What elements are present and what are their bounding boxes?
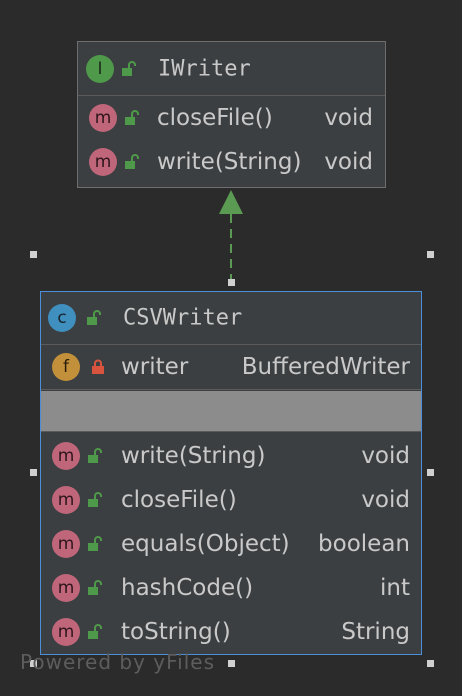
- method-name: closeFile(): [121, 487, 237, 513]
- public-lock-icon: [88, 580, 102, 595]
- field-row[interactable]: f writer BufferedWriter: [41, 345, 421, 389]
- method-row[interactable]: m closeFile() void: [41, 478, 421, 522]
- method-row[interactable]: m write(String) void: [78, 140, 385, 184]
- method-return-type: String: [341, 619, 410, 645]
- private-lock-icon: [92, 359, 104, 374]
- resize-handle-se[interactable]: [427, 660, 434, 667]
- section-divider: [41, 389, 421, 390]
- interface-header: I IWriter: [78, 42, 385, 96]
- method-icon: m: [52, 574, 80, 602]
- method-return-type: int: [380, 575, 410, 601]
- method-name: toString(): [121, 619, 231, 645]
- public-lock-icon: [87, 310, 101, 325]
- resize-handle-e[interactable]: [427, 469, 434, 476]
- method-return-type: void: [361, 487, 410, 513]
- yfiles-watermark: Powered by yFiles: [20, 650, 215, 674]
- public-lock-icon: [125, 154, 139, 169]
- field-type: BufferedWriter: [241, 354, 410, 380]
- resize-handle-n[interactable]: [228, 279, 235, 286]
- public-lock-icon: [88, 492, 102, 507]
- method-icon: m: [52, 442, 80, 470]
- method-row[interactable]: m write(String) void: [41, 434, 421, 478]
- method-return-type: void: [324, 105, 373, 131]
- interface-box-iwriter[interactable]: I IWriter m closeFile() void m write(Str…: [77, 41, 386, 188]
- method-name: write(String): [121, 443, 266, 469]
- methods-section: m write(String) void m closeFile() void …: [41, 434, 421, 654]
- class-header: c CSVWriter: [41, 292, 421, 345]
- class-box-csvwriter[interactable]: c CSVWriter f writer BufferedWriter m: [40, 291, 422, 655]
- method-name: closeFile(): [157, 105, 273, 131]
- method-icon: m: [52, 618, 80, 646]
- empty-section: [41, 391, 421, 431]
- method-icon: m: [52, 486, 80, 514]
- resize-handle-sw[interactable]: [30, 660, 37, 667]
- resize-handle-s[interactable]: [228, 660, 235, 667]
- method-icon: m: [89, 148, 117, 176]
- resize-handle-nw[interactable]: [30, 251, 37, 258]
- public-lock-icon: [122, 60, 136, 76]
- interface-icon: I: [86, 54, 114, 83]
- method-name: hashCode(): [121, 575, 254, 601]
- section-divider: [41, 431, 421, 432]
- method-row[interactable]: m hashCode() int: [41, 566, 421, 610]
- public-lock-icon: [88, 624, 102, 639]
- interface-name: IWriter: [158, 56, 251, 81]
- method-return-type: void: [361, 443, 410, 469]
- class-name: CSVWriter: [123, 305, 243, 331]
- resize-handle-w[interactable]: [30, 469, 37, 476]
- class-icon: c: [48, 304, 76, 332]
- method-row[interactable]: m toString() String: [41, 610, 421, 654]
- resize-handle-ne[interactable]: [427, 251, 434, 258]
- method-icon: m: [52, 530, 80, 558]
- method-return-type: boolean: [318, 531, 410, 557]
- method-row[interactable]: m equals(Object) boolean: [41, 522, 421, 566]
- field-name: writer: [121, 354, 189, 380]
- field-icon: f: [52, 353, 80, 381]
- implements-arrow-icon[interactable]: [214, 188, 248, 292]
- method-name: write(String): [157, 149, 302, 175]
- method-return-type: void: [324, 149, 373, 175]
- method-icon: m: [89, 104, 117, 132]
- method-name: equals(Object): [121, 531, 290, 557]
- public-lock-icon: [88, 448, 102, 463]
- public-lock-icon: [125, 110, 139, 125]
- public-lock-icon: [88, 536, 102, 551]
- method-row[interactable]: m closeFile() void: [78, 96, 385, 140]
